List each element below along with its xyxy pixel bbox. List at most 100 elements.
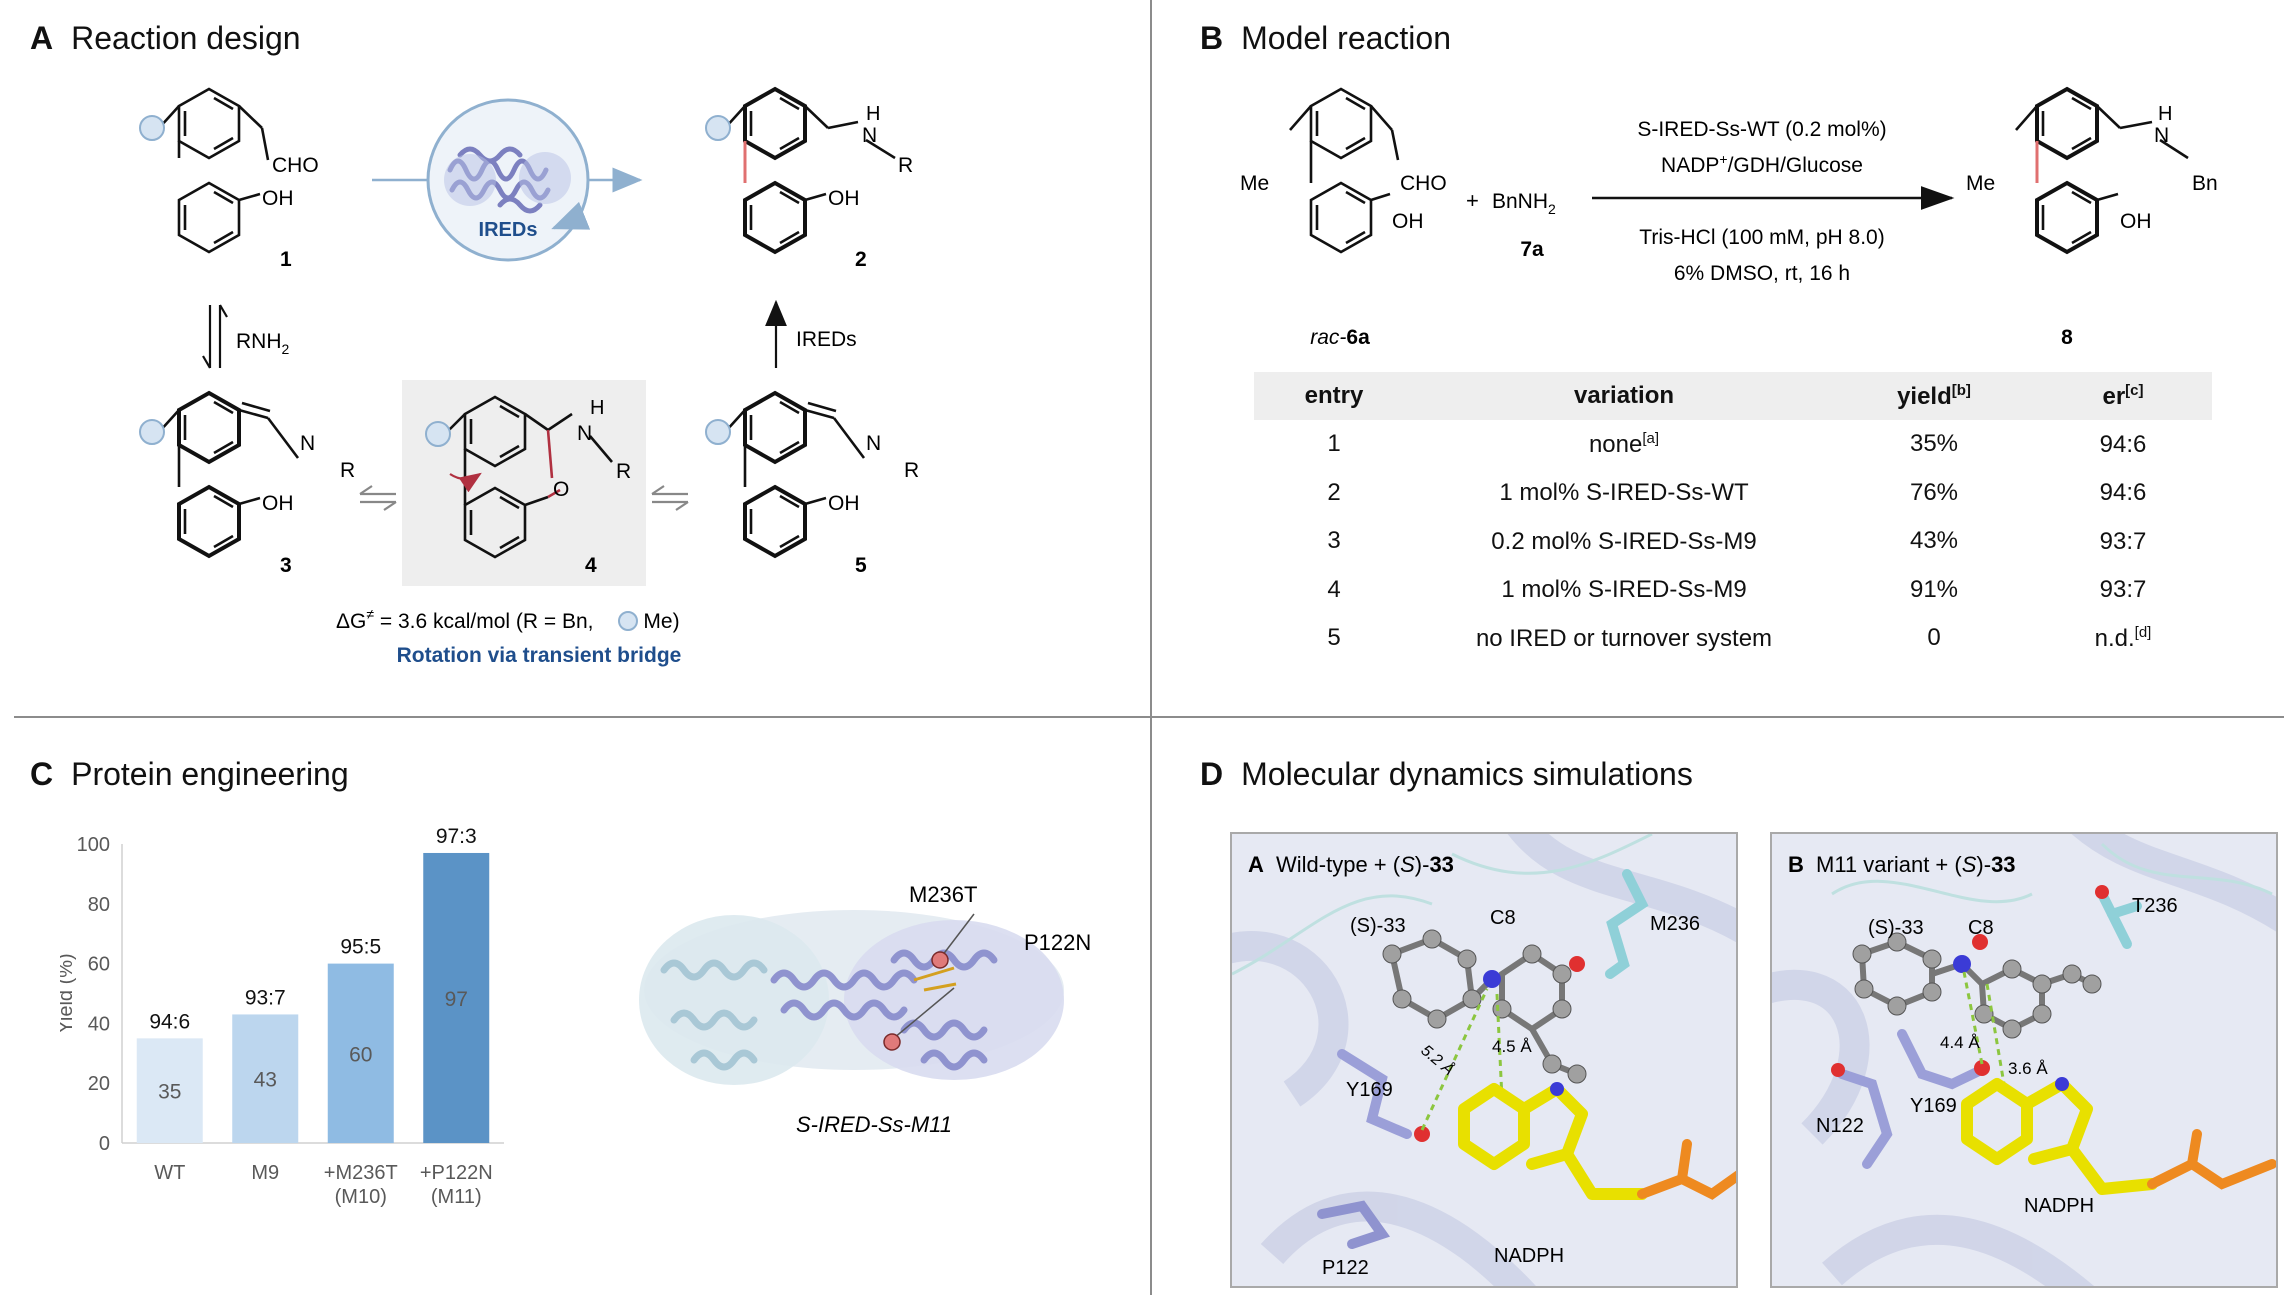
compound-6a-cho: CHO [1400, 172, 1447, 195]
compound-6a-oh: OH [1392, 210, 1424, 233]
compound-4-o: O [553, 478, 569, 501]
compound-8-label: 8 [2061, 326, 2073, 349]
bar [423, 852, 490, 1143]
bar-er-label: 94:6 [149, 1010, 190, 1033]
compound-2-r: R [898, 154, 913, 177]
md-left-title: Wild-type + (S)-33 [1276, 852, 1454, 877]
md-right-panel-letter: B [1788, 852, 1804, 877]
md-left-p122-label: P122 [1322, 1257, 1369, 1279]
compound-2-number: 2 [855, 248, 867, 271]
panel-a-letter: A [30, 20, 54, 56]
compound-4-bridge-bond-2 [547, 488, 561, 499]
table-cell-variation: 0.2 mol% S-IRED-Ss-M9 [1491, 527, 1757, 555]
compound-5 [725, 390, 866, 559]
table-header-variation: variation [1414, 372, 1834, 420]
md-left-m236-label: M236 [1650, 913, 1700, 935]
compound-6a-label: rac-6a [1310, 326, 1370, 349]
panel-c-title: C Protein engineering [30, 756, 349, 793]
me-substituent-marker-4 [425, 421, 451, 447]
bar [136, 1038, 203, 1143]
compound-1 [159, 87, 270, 254]
table-cell-er: 94:6 [2099, 430, 2147, 458]
equilibrium-4-5 [651, 485, 689, 511]
y-tick-label: 100 [77, 834, 110, 856]
panel-c-letter: C [30, 756, 54, 792]
bar-value-label: 60 [349, 1043, 372, 1066]
x-tick-label: WT [154, 1162, 185, 1184]
table-header-yield: yield[b] [1834, 372, 2034, 420]
bar-value-label: 97 [445, 988, 468, 1011]
bar-value-label: 43 [254, 1069, 277, 1092]
me-legend-marker [618, 611, 638, 631]
x-tick-label: +M236T [324, 1162, 398, 1184]
compound-5-r: R [904, 459, 919, 482]
md-right-distance-1: 4.4 Å [1940, 1033, 1980, 1052]
reaction-design-scheme: CHO OH 1 IREDs H N R OH [139, 86, 919, 667]
panel-d-title: D Molecular dynamics simulations [1200, 756, 1693, 793]
md-right-nadph-label: NADPH [2024, 1195, 2094, 1217]
condition-line-2: NADP+/GDH/Glucose [1661, 151, 1863, 177]
horizontal-divider-right [1152, 716, 2284, 718]
reagent-number: 7a [1520, 238, 1544, 261]
bar [327, 963, 394, 1143]
y-tick-label: 60 [88, 954, 110, 976]
compound-2-oh: OH [828, 187, 860, 210]
delta-g-caption: ΔG≠ = 3.6 kcal/mol (R = Bn, = Me) [336, 606, 680, 633]
md-left-nadph-label: NADPH [1494, 1245, 1564, 1267]
table-cell-er: n.d.[d] [2094, 623, 2152, 652]
panel-c: C Protein engineering [0, 718, 1150, 1295]
compound-3-number: 3 [280, 554, 292, 577]
compound-8-h: H [2158, 103, 2172, 125]
ireds-label: IREDs [479, 219, 538, 241]
m236t-pointer [941, 913, 975, 957]
table-cell-variation: no IRED or turnover system [1475, 624, 1773, 652]
x-tick-label: M9 [251, 1162, 279, 1184]
rotation-caption: Rotation via transient bridge [397, 644, 682, 667]
panel-a-title-text: Reaction design [71, 20, 301, 56]
md-snapshot-wild-type: A Wild-type + (S)-33 (S)-33 C8 M236 5.2 … [1230, 832, 1738, 1288]
rnh2-label: RNH2 [236, 330, 290, 357]
table-cell-yield: 0 [1927, 624, 1941, 652]
y-axis-title: Yield (%) [60, 953, 77, 1033]
table-cell-variation: 1 mol% S-IRED-Ss-WT [1499, 479, 1749, 507]
x-tick-label: +P122N [420, 1162, 493, 1184]
y-tick-label: 40 [88, 1013, 110, 1035]
compound-6a [1289, 87, 1400, 254]
x-tick-label: (M10) [335, 1186, 387, 1208]
panel-d-title-text: Molecular dynamics simulations [1241, 756, 1693, 792]
compound-8-bn: Bn [2192, 172, 2218, 195]
md-left-y169-label: Y169 [1346, 1079, 1393, 1101]
table-cell-yield: 43% [1909, 527, 1959, 555]
panel-d-letter: D [1200, 756, 1224, 792]
ireds-rotation-arrow [551, 201, 591, 230]
compound-5-number: 5 [855, 554, 867, 577]
mutation-m236t-label: M236T [909, 882, 977, 907]
compound-4 [445, 395, 613, 559]
model-reaction-scheme: Me CHO OH rac-6a + BnNH2 7a S-IRED-Ss-WT… [1240, 86, 2218, 349]
compound-1-oh: OH [262, 187, 294, 210]
table-cell-er: 94:6 [2099, 479, 2147, 507]
bar-er-label: 95:5 [340, 936, 381, 959]
md-right-n122-label: N122 [1816, 1115, 1864, 1137]
table-header-row: entry variation yield[b] er[c] [1254, 372, 2212, 420]
rotation-arrow [449, 472, 482, 493]
compound-4-number: 4 [585, 554, 597, 577]
md-right-c8-label: C8 [1968, 917, 1994, 939]
md-left-panel-letter: A [1248, 852, 1264, 877]
table-cell-yield: 91% [1909, 575, 1959, 603]
me-substituent-marker-1 [139, 115, 165, 141]
table-header-er: er[c] [2034, 372, 2212, 420]
compound-3 [159, 390, 300, 559]
p122n-site [883, 1033, 901, 1051]
compound-2-h: H [866, 103, 880, 125]
compound-2-n: N [862, 124, 877, 147]
panel-c-title-text: Protein engineering [71, 756, 349, 792]
